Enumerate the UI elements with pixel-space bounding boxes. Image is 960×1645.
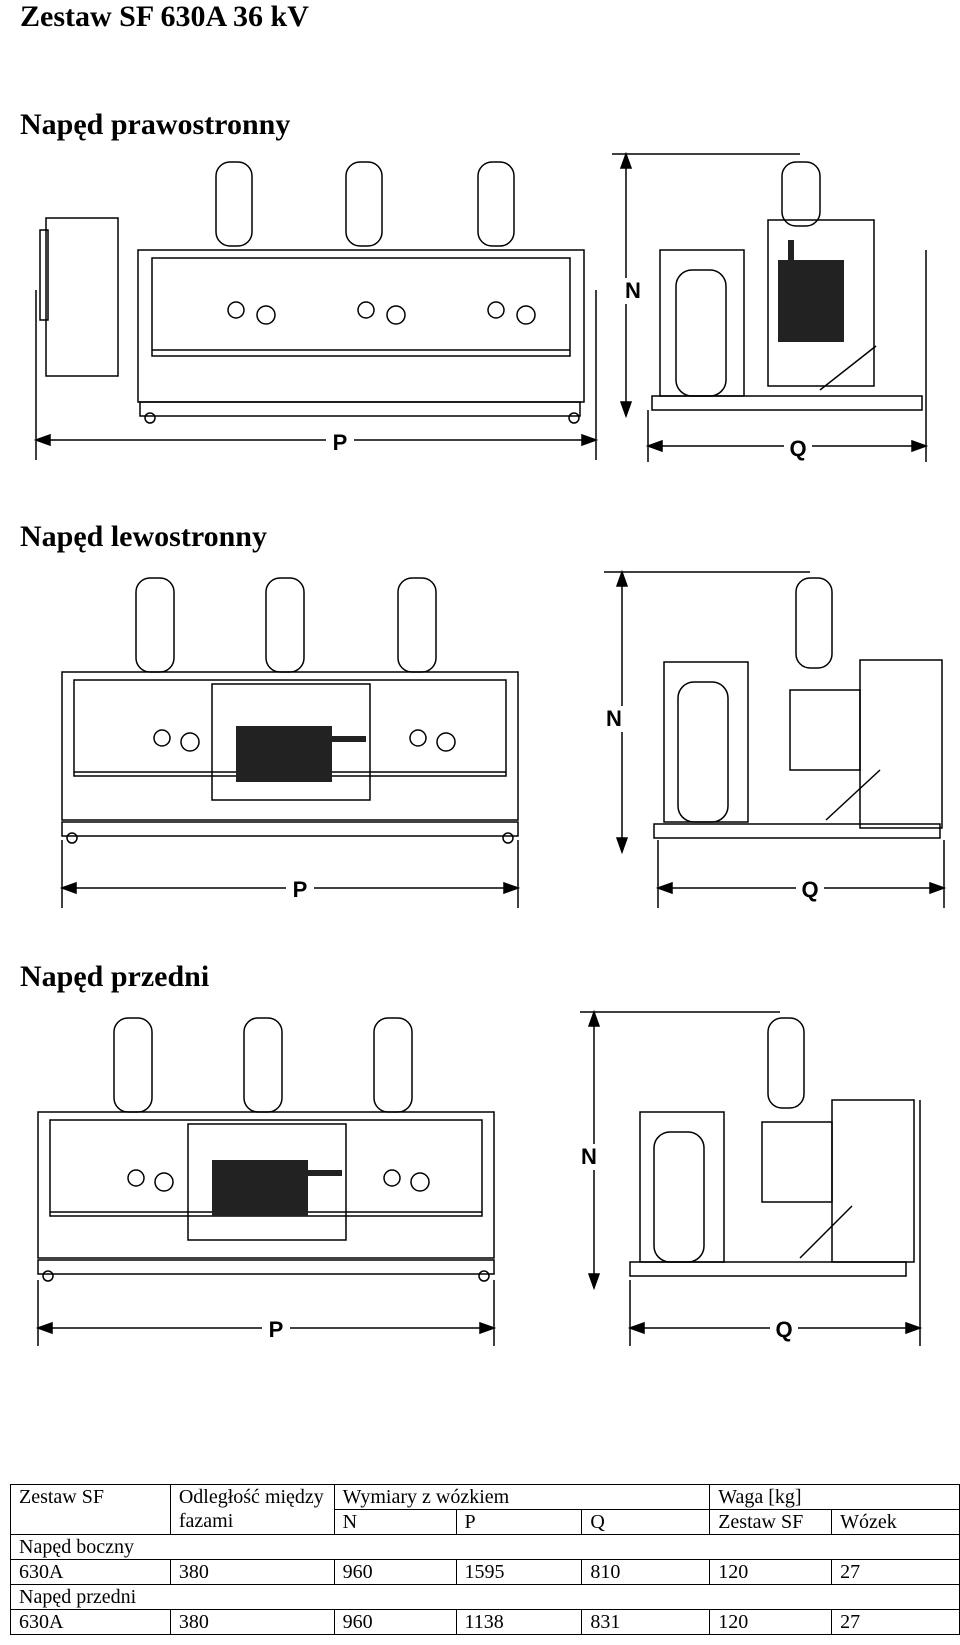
dim-label-q: Q <box>775 1317 792 1342</box>
dim-label-p: P <box>269 1317 284 1342</box>
header-weight: Waga [kg] <box>709 1484 960 1510</box>
dim-label-p: P <box>333 430 348 455</box>
drawing-right-drive: P N Q <box>33 151 929 462</box>
cell-weight-cart: 27 <box>831 1609 960 1635</box>
cell-p: 1138 <box>455 1609 583 1635</box>
drawing-front-drive: P N Q <box>35 1009 923 1346</box>
cell-model: 630A <box>10 1559 171 1585</box>
cell-weight-cart: 27 <box>831 1559 960 1585</box>
spec-table: Zestaw SF Odległość między fazami Wymiar… <box>10 1484 960 1635</box>
group-label: Napęd boczny <box>10 1534 960 1560</box>
dim-label-n: N <box>625 278 641 303</box>
cell-phase: 380 <box>169 1609 335 1635</box>
dim-label-n: N <box>606 706 622 731</box>
table-group-row: Napęd przedni <box>10 1584 960 1610</box>
header-q: Q <box>581 1509 711 1535</box>
document-title: Zestaw SF 630A 36 kV <box>20 0 309 33</box>
table-row: 630A 380 960 1138 831 120 27 <box>10 1609 960 1635</box>
cell-n: 960 <box>333 1609 457 1635</box>
header-weight-set: Zestaw SF <box>709 1509 833 1535</box>
cell-q: 810 <box>581 1559 711 1585</box>
dim-label-q: Q <box>789 436 806 461</box>
header-set: Zestaw SF <box>10 1484 171 1535</box>
header-dimensions: Wymiary z wózkiem <box>333 1484 711 1510</box>
section-heading-front-drive: Napęd przedni <box>20 960 210 993</box>
dim-label-n: N <box>581 1144 597 1169</box>
header-p: P <box>455 1509 583 1535</box>
section-heading-left-drive: Napęd lewostronny <box>20 520 267 553</box>
table-header-row: Zestaw SF Odległość między fazami Wymiar… <box>10 1484 960 1535</box>
cell-weight-set: 120 <box>709 1559 833 1585</box>
table-group-row: Napęd boczny <box>10 1534 960 1560</box>
group-label: Napęd przedni <box>10 1584 960 1610</box>
cell-model: 630A <box>10 1609 171 1635</box>
table-row: 630A 380 960 1595 810 120 27 <box>10 1559 960 1585</box>
section-heading-right-drive: Napęd prawostronny <box>20 108 291 141</box>
drawing-left-drive: P N Q <box>59 569 947 908</box>
header-weight-cart: Wózek <box>831 1509 960 1535</box>
dim-label-q: Q <box>801 877 818 902</box>
cell-p: 1595 <box>455 1559 583 1585</box>
cell-weight-set: 120 <box>709 1609 833 1635</box>
cell-q: 831 <box>581 1609 711 1635</box>
cell-phase: 380 <box>169 1559 335 1585</box>
dim-label-p: P <box>293 877 308 902</box>
header-phase-distance: Odległość między fazami <box>169 1484 335 1535</box>
cell-n: 960 <box>333 1559 457 1585</box>
header-n: N <box>333 1509 457 1535</box>
